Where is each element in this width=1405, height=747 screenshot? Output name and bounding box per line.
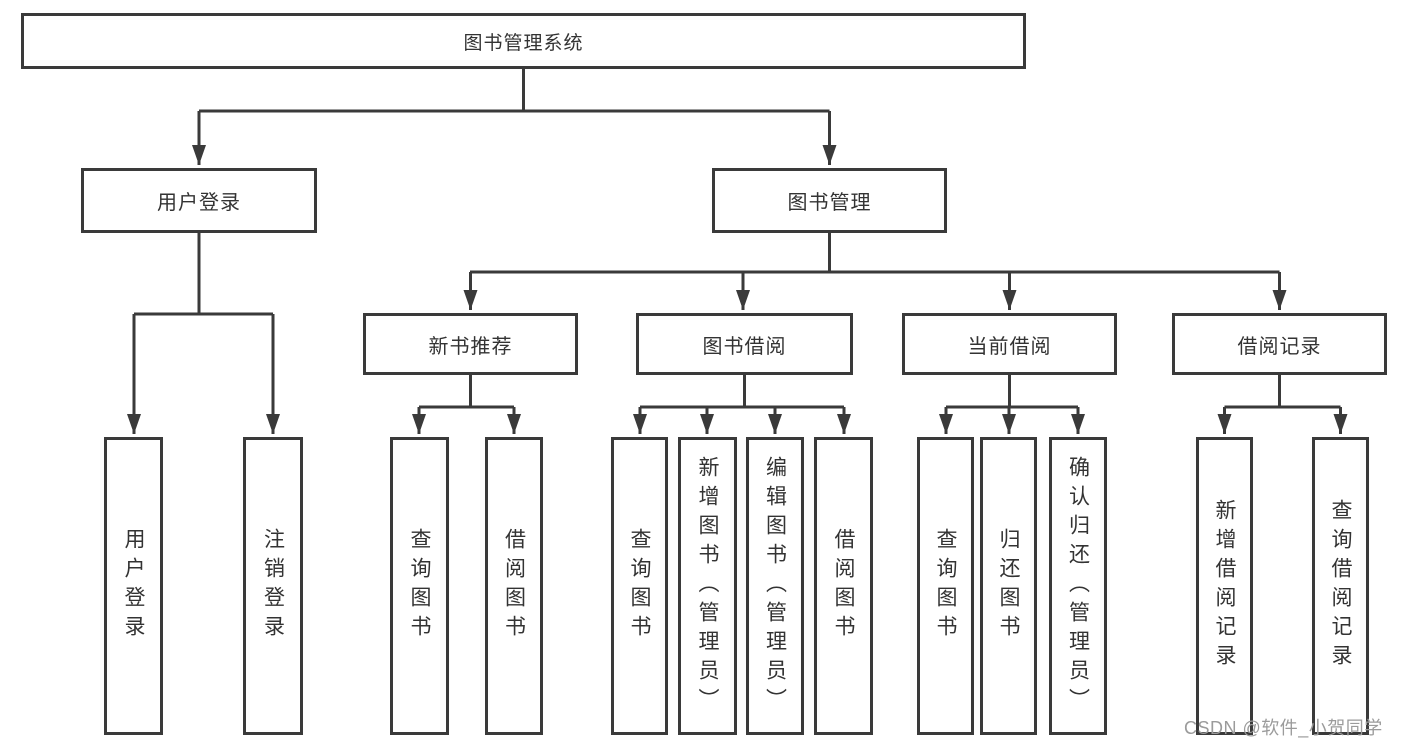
leaf-add-borrow-record-label: 新增借阅记录 [1213, 499, 1236, 673]
leaf-query-books-current-label: 查询图书 [934, 528, 957, 644]
node-book-management-label: 图书管理 [787, 192, 872, 214]
node-new-book-recommend: 新书推荐 [363, 313, 578, 375]
leaf-query-borrow-record: 查询借阅记录 [1312, 437, 1369, 735]
leaf-edit-books-admin: 编辑图书（管理员） [746, 437, 804, 735]
node-library-system: 图书管理系统 [21, 13, 1026, 69]
leaf-query-borrow-record-label: 查询借阅记录 [1329, 499, 1352, 673]
leaf-borrow-books: 借阅图书 [814, 437, 873, 735]
node-current-borrowing: 当前借阅 [902, 313, 1117, 375]
leaf-logout-label: 注销登录 [261, 528, 285, 644]
leaf-confirm-return-admin-label: 确认归还（管理员） [1066, 455, 1090, 717]
csdn-watermark: CSDN @软件_小贺同学 [1184, 718, 1383, 738]
leaf-return-books-label: 归还图书 [997, 528, 1020, 644]
node-book-borrowing-label: 图书借阅 [702, 335, 787, 358]
leaf-add-books-admin: 新增图书（管理员） [678, 437, 737, 735]
node-user-login-label: 用户登录 [157, 192, 241, 214]
leaf-borrow-books-recommend-label: 借阅图书 [502, 528, 526, 644]
leaf-query-books-recommend-label: 查询图书 [408, 528, 431, 644]
node-user-login: 用户登录 [81, 168, 317, 233]
leaf-add-borrow-record: 新增借阅记录 [1196, 437, 1253, 735]
leaf-query-books-borrowing-label: 查询图书 [628, 528, 651, 644]
leaf-add-books-admin-label: 新增图书（管理员） [696, 455, 719, 717]
leaf-borrow-books-label: 借阅图书 [832, 528, 855, 644]
leaf-query-books-recommend: 查询图书 [390, 437, 449, 735]
leaf-user-login: 用户登录 [104, 437, 163, 735]
node-book-management: 图书管理 [712, 168, 947, 233]
leaf-user-login-label: 用户登录 [122, 528, 145, 644]
node-borrowing-records: 借阅记录 [1172, 313, 1387, 375]
leaf-query-books-current: 查询图书 [917, 437, 974, 735]
leaf-return-books: 归还图书 [980, 437, 1037, 735]
leaf-query-books-borrowing: 查询图书 [611, 437, 668, 735]
leaf-logout: 注销登录 [243, 437, 303, 735]
node-current-borrowing-label: 当前借阅 [967, 335, 1052, 358]
node-borrowing-records-label: 借阅记录 [1237, 335, 1322, 358]
node-new-book-recommend-label: 新书推荐 [428, 335, 513, 358]
leaf-borrow-books-recommend: 借阅图书 [485, 437, 543, 735]
leaf-confirm-return-admin: 确认归还（管理员） [1049, 437, 1107, 735]
leaf-edit-books-admin-label: 编辑图书（管理员） [763, 455, 787, 717]
node-library-system-label: 图书管理系统 [463, 32, 584, 54]
node-book-borrowing: 图书借阅 [636, 313, 853, 375]
